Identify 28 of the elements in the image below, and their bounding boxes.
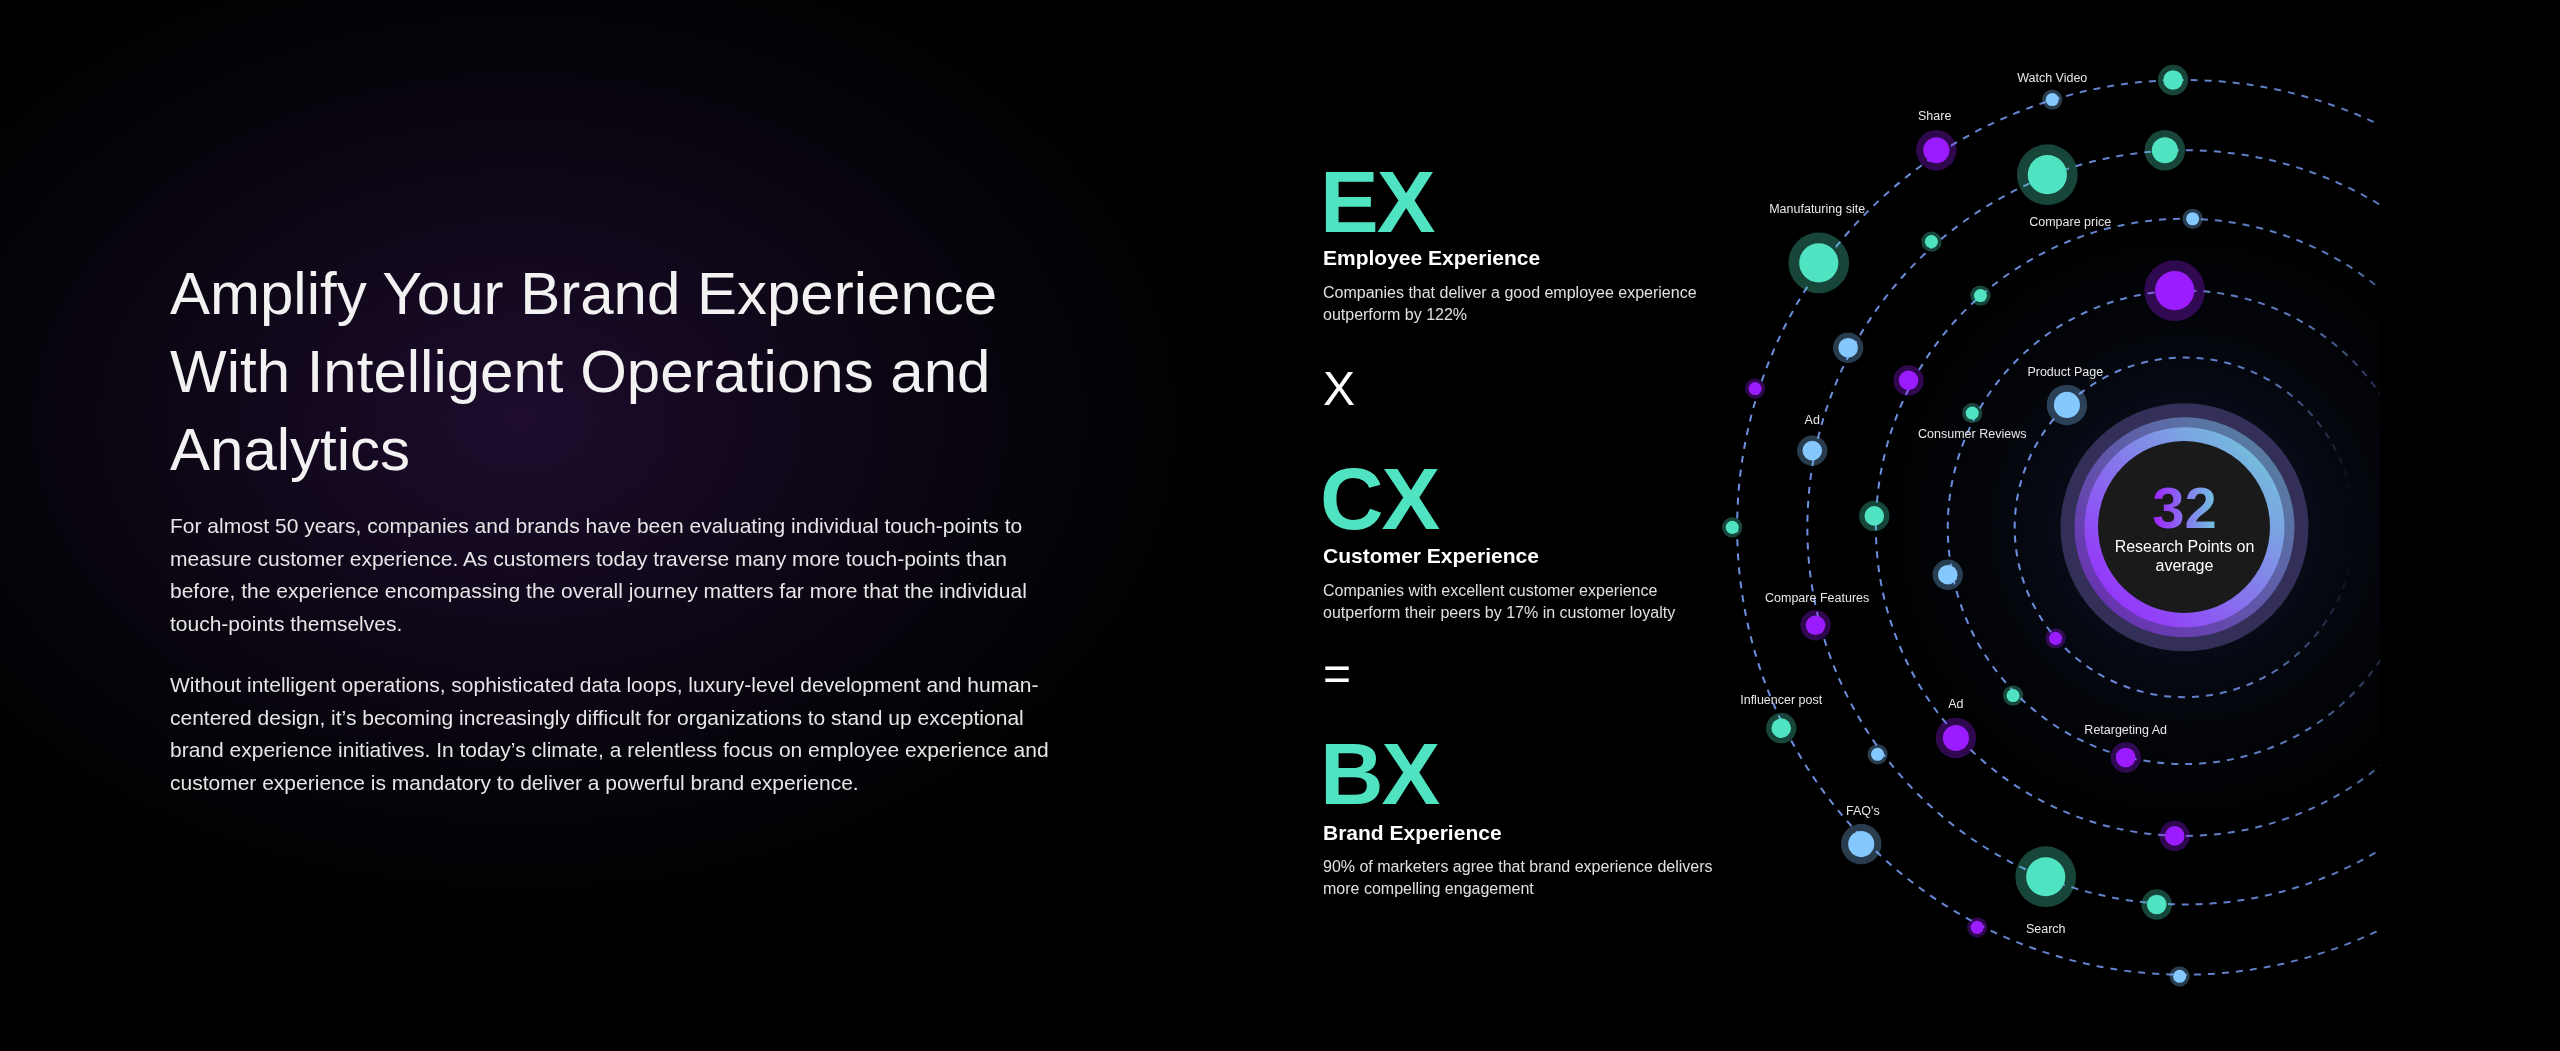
touchpoint-label: Manufaturing site [1769, 201, 1866, 216]
body-paragraph: Without intelligent operations, sophisticated data loops, luxury-level development and human-centered design, it’s becoming increasingly difficult for organizations to stand up exceptional brand experience initiatives. In today’s climate, a relentless focus on employee experience and customer experience is mandatory to deliver a powerful brand experience. [170, 672, 1050, 796]
touchpoint-label: Ad [1948, 696, 1964, 711]
touchpoint-label: FAQ's [1846, 804, 1880, 819]
touchpoint-label: Product Page [2027, 365, 2104, 380]
touchpoint-label: Search [2025, 921, 2066, 936]
touchpoint-label: Ad [1804, 412, 1820, 427]
section-heading: Customer Experience [1323, 544, 1539, 568]
page-title: Amplify Your Brand Experience With Intelligent Operations and Analytics [170, 259, 999, 485]
acronym-heading: CX [1320, 455, 1439, 543]
operator-symbol: = [1323, 650, 1352, 698]
acronym-heading: EX [1320, 158, 1434, 246]
touchpoint-label: Share [1918, 108, 1952, 123]
stat-caption: Research Points on average [2114, 537, 2255, 576]
description-text: Companies that deliver a good employee experience outperform by 122% [1323, 283, 1698, 325]
touchpoint-label: Compare price [2029, 215, 2112, 230]
body-paragraph: For almost 50 years, companies and brands have been evaluating individual touch-points to measure customer experience. As customers today traverse many more touch-points than before, the experience encompassing the overall journey matters far more that the individual touch-points themselves. [170, 513, 1028, 637]
touchpoint-label: Consumer Reviews [1918, 427, 2027, 442]
touchpoint-label: Compare Features [1765, 590, 1870, 605]
acronym-heading: BX [1320, 730, 1439, 818]
touchpoint-label: Retargeting Ad [2084, 722, 2168, 737]
touchpoint-label: Influencer post [1740, 693, 1823, 708]
section-heading: Brand Experience [1323, 821, 1502, 845]
touchpoint-label: Watch Video [2017, 71, 2088, 86]
section-heading: Employee Experience [1323, 246, 1541, 270]
operator-symbol: X [1323, 365, 1355, 413]
description-text: 90% of marketers agree that brand experience delivers more compelling engagement [1323, 857, 1714, 899]
description-text: Companies with excellent customer experience outperform their peers by 17% in customer loyalty [1323, 581, 1677, 623]
